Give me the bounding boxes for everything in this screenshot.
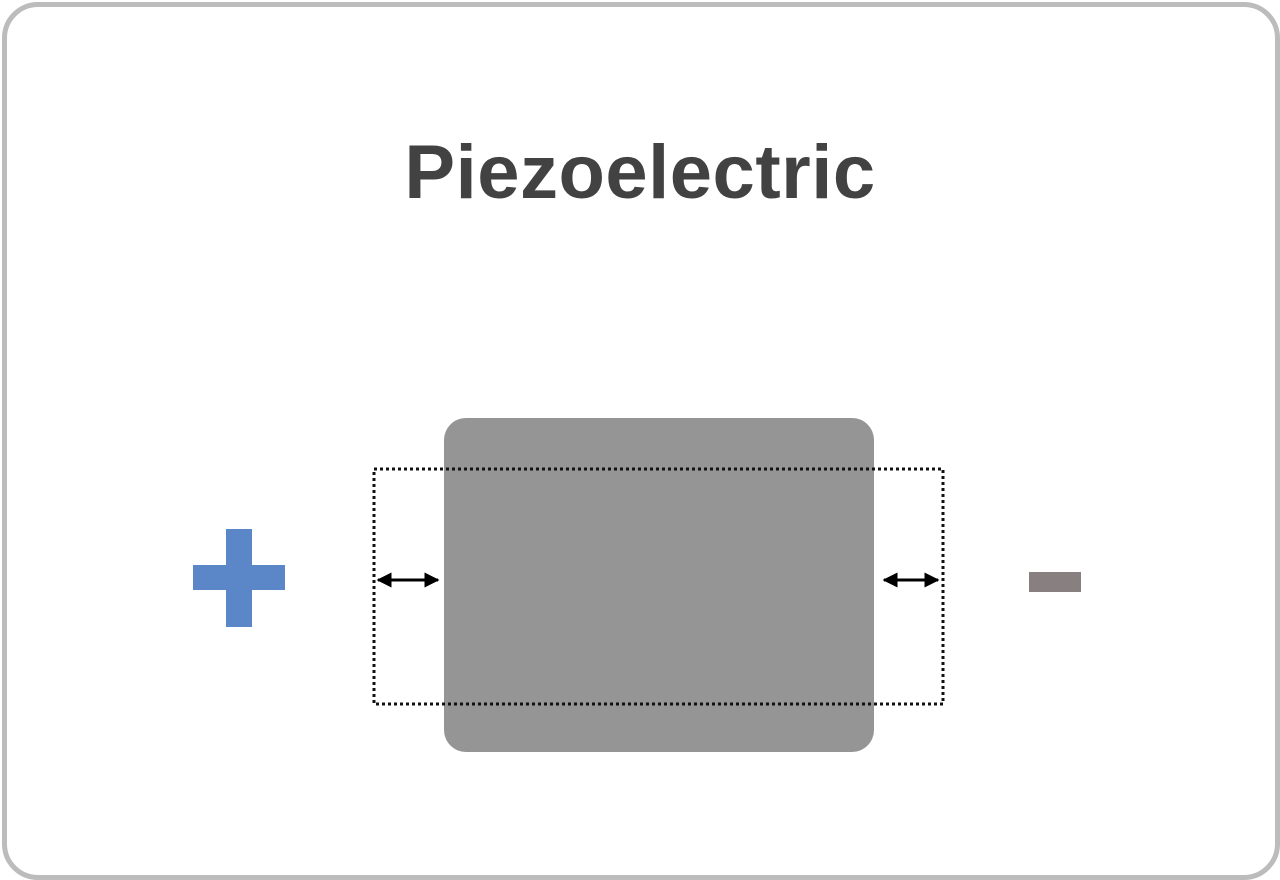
plus-icon [193, 529, 285, 627]
expansion-outline [372, 467, 945, 706]
crystal-block [444, 418, 874, 752]
minus-icon [1029, 572, 1081, 592]
diagram-title: Piezoelectric [404, 130, 876, 215]
